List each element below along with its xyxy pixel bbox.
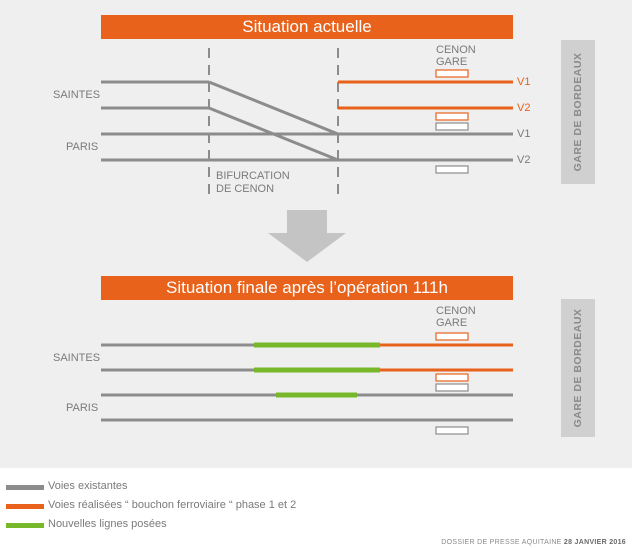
- bottom-platform-4: [435, 426, 469, 435]
- footer: DOSSIER DE PRESSE AQUITAINE 28 JANVIER 2…: [441, 539, 626, 546]
- track-label-v2-realised: V2: [517, 102, 531, 114]
- bifurcation-label-1: BIFURCATION: [216, 170, 290, 182]
- bifurcation-label-2: DE CENON: [216, 183, 275, 195]
- track-diagram: [101, 48, 513, 435]
- track-label-v1: V1: [517, 128, 531, 140]
- top-platform-2: [435, 112, 469, 121]
- track-label-v2: V2: [517, 154, 531, 166]
- final-situation-title: Situation finale après l’opération 111h: [101, 276, 513, 300]
- down-arrow-icon: [268, 210, 346, 262]
- legend-swatch-realised: [6, 504, 44, 509]
- bottom-saintes-label: SAINTES: [53, 352, 101, 364]
- bottom-paris-label: PARIS: [66, 402, 99, 414]
- track-label-v1-realised: V1: [517, 76, 531, 88]
- top-platform-1: [435, 69, 469, 78]
- legend-swatch-new: [6, 523, 44, 528]
- legend-swatch-existing: [6, 485, 44, 490]
- footer-source: DOSSIER DE PRESSE AQUITAINE: [441, 539, 562, 546]
- legend-label-new: Nouvelles lignes posées: [48, 518, 167, 530]
- top-gare-label: GARE: [436, 56, 468, 68]
- current-situation-title: Situation actuelle: [101, 15, 513, 39]
- bottom-gare-label: GARE: [436, 317, 468, 329]
- footer-date: 28 JANVIER 2016: [563, 539, 626, 546]
- top-paris-label: PARIS: [66, 141, 99, 153]
- top-platform-4: [435, 165, 469, 174]
- bottom-platform-2: [435, 373, 469, 382]
- gare-de-bordeaux-top: GARE DE BORDEAUX: [561, 40, 595, 184]
- gare-de-bordeaux-bottom: GARE DE BORDEAUX: [561, 299, 595, 437]
- top-track-saintes-1-cross: [208, 80, 339, 136]
- top-saintes-label: SAINTES: [53, 89, 101, 101]
- legend-label-existing: Voies existantes: [48, 480, 128, 492]
- top-platform-3: [435, 122, 469, 131]
- top-cenon-label: CENON: [436, 44, 476, 56]
- legend-label-realised: Voies réalisées “ bouchon ferroviaire “ …: [48, 499, 297, 511]
- bottom-platform-1: [435, 332, 469, 341]
- bottom-cenon-label: CENON: [436, 305, 476, 317]
- bottom-platform-3: [435, 383, 469, 392]
